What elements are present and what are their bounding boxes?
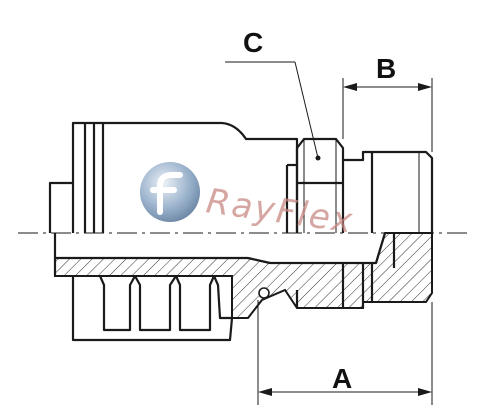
watermark: RayFlex <box>140 162 356 242</box>
fitting-lower-section <box>53 232 433 342</box>
dimension-b: B <box>342 53 433 152</box>
fitting-upper-exterior <box>48 121 434 233</box>
dimension-a-label: A <box>332 363 352 394</box>
leader-c-label: C <box>243 27 263 58</box>
globe-f-logo-icon <box>140 162 200 222</box>
dimension-b-label: B <box>376 53 396 84</box>
dimension-a: A <box>257 300 433 405</box>
leader-c: C <box>225 27 321 161</box>
